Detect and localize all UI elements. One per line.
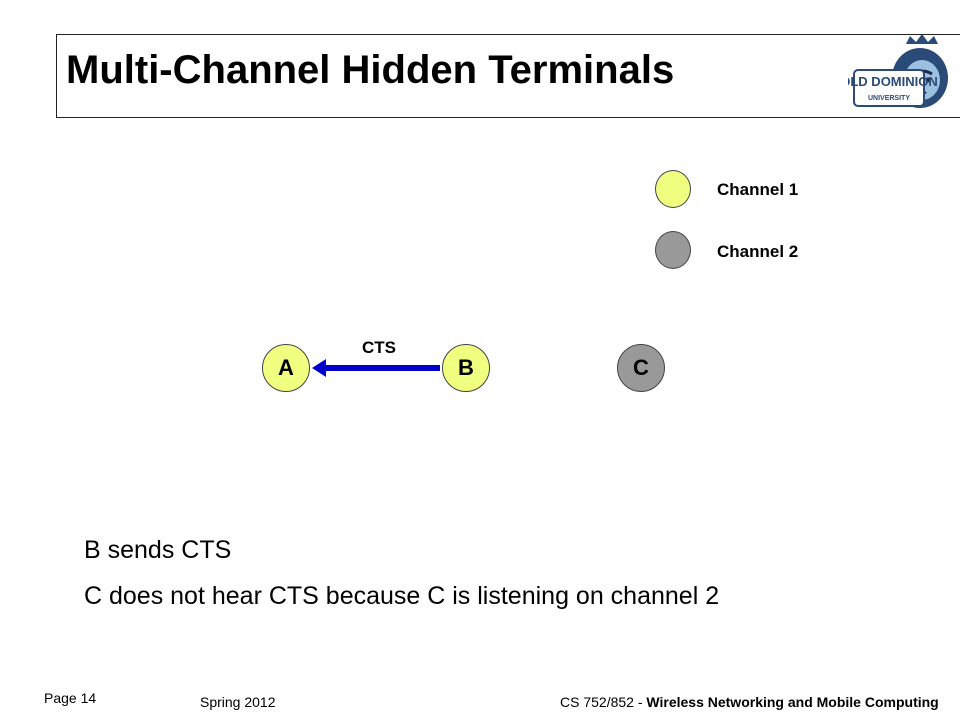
svg-text:OLD DOMINION: OLD DOMINION (848, 74, 938, 89)
slide-title: Multi-Channel Hidden Terminals (66, 48, 675, 92)
university-logo: OLD DOMINION UNIVERSITY (848, 34, 948, 108)
footer-term: Spring 2012 (200, 694, 276, 710)
node-a: A (262, 344, 310, 392)
node-b: B (442, 344, 490, 392)
footer-course-title: Wireless Networking and Mobile Computing (646, 694, 939, 710)
legend-swatch-channel-1 (655, 170, 691, 208)
body-line-2: C does not hear CTS because C is listeni… (84, 582, 720, 610)
legend-label-channel-1: Channel 1 (717, 180, 799, 199)
body-line-1: B sends CTS (84, 536, 232, 564)
logo-wordmark: OLD DOMINION UNIVERSITY (848, 69, 938, 107)
svg-text:UNIVERSITY: UNIVERSITY (868, 95, 910, 102)
legend-label-channel-2: Channel 2 (717, 242, 799, 261)
title-frame (56, 34, 960, 118)
edge-label-cts: CTS (362, 338, 396, 357)
footer-course: CS 752/852 - Wireless Networking and Mob… (560, 694, 939, 710)
footer-course-prefix: CS 752/852 - (560, 694, 647, 710)
page-number: Page 14 (44, 690, 97, 706)
legend-swatch-channel-2 (655, 231, 691, 269)
node-c: C (617, 344, 665, 392)
